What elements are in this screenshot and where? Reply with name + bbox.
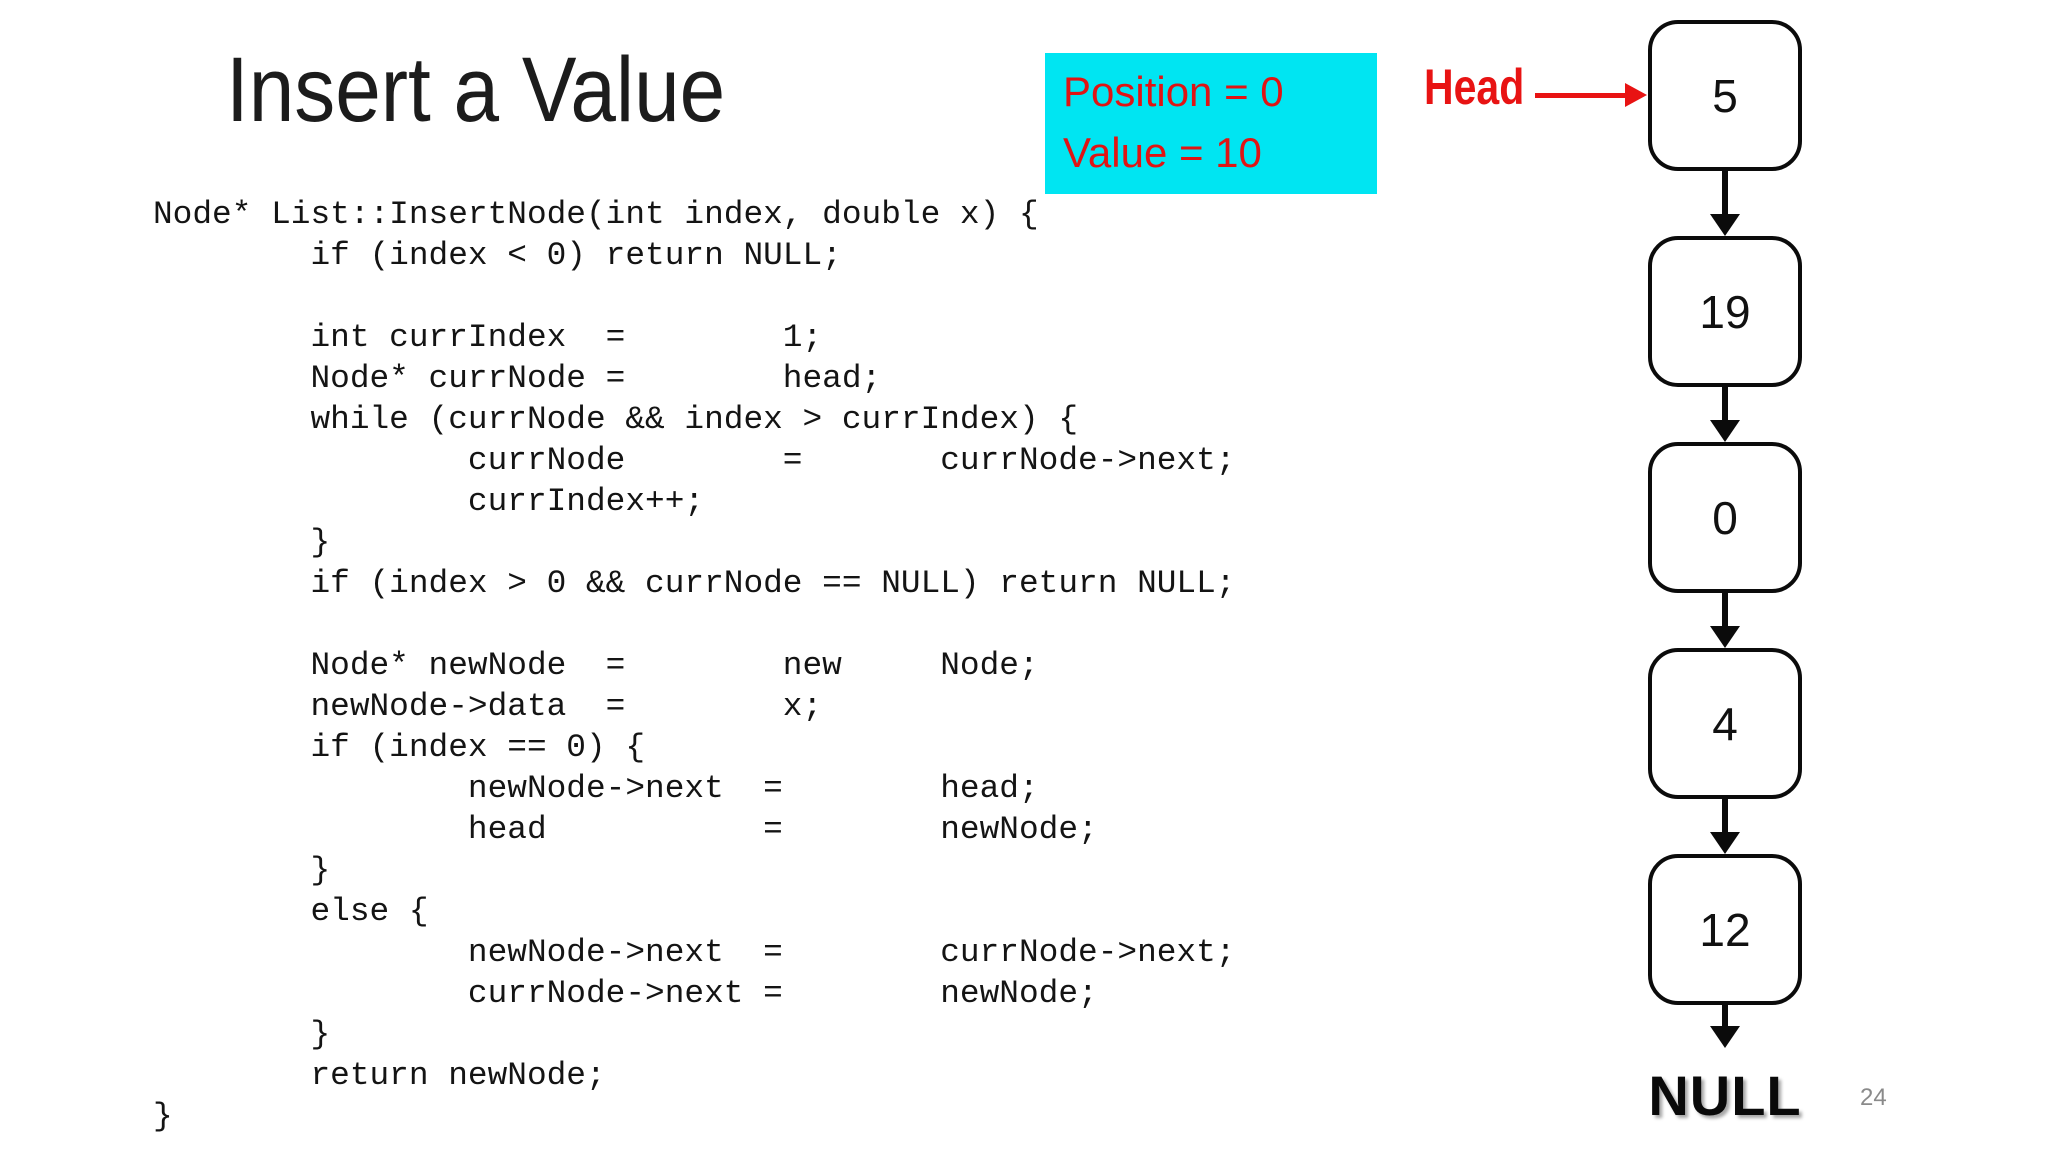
node-value: 5 [1712, 69, 1738, 122]
down-arrow-shaft [1722, 799, 1728, 832]
code-block: Node* List::InsertNode(int index, double… [153, 196, 1236, 1135]
list-node: 5 [1648, 20, 1802, 171]
null-terminator-label: NULL [1648, 1064, 1802, 1127]
head-pointer-label: Head [1424, 59, 1525, 115]
down-arrow-tip [1710, 214, 1740, 236]
down-arrow-shaft [1722, 593, 1728, 626]
down-arrow-shaft [1722, 387, 1728, 420]
down-arrow-tip [1710, 1026, 1740, 1048]
down-arrow-icon [1710, 593, 1740, 648]
head-arrow-shaft [1535, 93, 1627, 98]
head-arrow-icon [1535, 83, 1647, 107]
list-node: 0 [1648, 442, 1802, 593]
node-value: 4 [1712, 697, 1738, 750]
list-node: 19 [1648, 236, 1802, 387]
down-arrow-tip [1710, 832, 1740, 854]
list-node: 12 [1648, 854, 1802, 1005]
list-node: 4 [1648, 648, 1802, 799]
node-value: 12 [1699, 903, 1751, 956]
down-arrow-icon [1710, 171, 1740, 236]
down-arrow-icon [1710, 1005, 1740, 1048]
callout-value-line: Value = 10 [1063, 129, 1262, 176]
page-number: 24 [1860, 1084, 1887, 1111]
down-arrow-shaft [1722, 1005, 1728, 1026]
slide-title: Insert a Value [226, 39, 726, 141]
down-arrow-tip [1710, 420, 1740, 442]
node-value: 0 [1712, 491, 1738, 544]
head-arrow-tip [1625, 83, 1647, 107]
node-value: 19 [1699, 285, 1751, 338]
down-arrow-shaft [1722, 171, 1728, 214]
callout-position-line: Position = 0 [1063, 68, 1284, 115]
down-arrow-tip [1710, 626, 1740, 648]
callout-box: Position = 0 Value = 10 [1045, 53, 1377, 194]
down-arrow-icon [1710, 387, 1740, 442]
down-arrow-icon [1710, 799, 1740, 854]
